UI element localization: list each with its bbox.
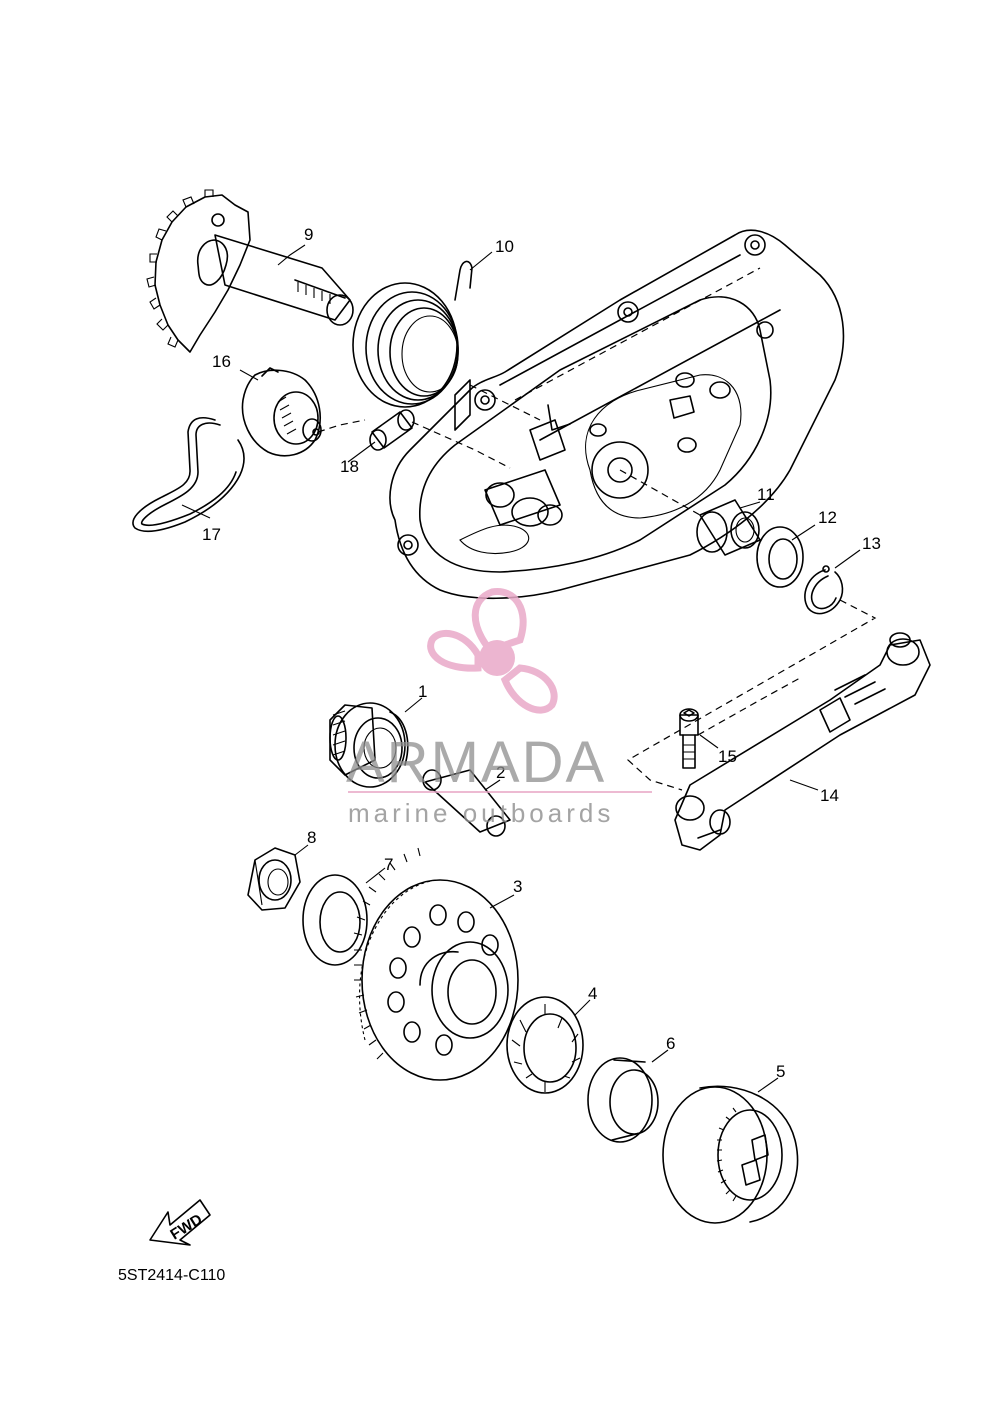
washer-part-7	[302, 874, 368, 966]
callout-1: 1	[418, 682, 427, 701]
callout-labels: 9 10 16 17 18 11 12 13 14 15 1 2 8 7 3 4…	[202, 225, 881, 1081]
one-way-clutch-part-4	[506, 996, 584, 1094]
callout-6: 6	[666, 1034, 675, 1053]
starter-wheel-gear-part-3	[353, 847, 519, 1081]
callout-9: 9	[304, 225, 313, 244]
kick-crank-part-14	[674, 632, 931, 851]
washer-part-12	[756, 526, 804, 588]
clip-spring-part-17	[132, 416, 245, 533]
leader-lines	[181, 244, 861, 1093]
kick-gear-part-16	[241, 367, 322, 457]
collar-part-11	[696, 499, 761, 556]
callout-17: 17	[202, 525, 221, 544]
callout-11: 11	[757, 485, 775, 504]
callout-12: 12	[818, 508, 837, 527]
nut-part-8	[247, 847, 301, 911]
callout-14: 14	[820, 786, 839, 805]
callout-18: 18	[340, 457, 359, 476]
bolt-part-15	[679, 708, 699, 769]
collar-part-6	[587, 1057, 659, 1143]
callout-5: 5	[776, 1062, 785, 1081]
callout-2: 2	[496, 763, 505, 782]
kick-shaft-part-9	[146, 189, 354, 353]
callout-16: 16	[212, 352, 231, 371]
assembly-guide-lines	[317, 384, 877, 791]
callout-3: 3	[513, 877, 522, 896]
propeller-logo	[427, 588, 558, 714]
forward-direction-arrow: FWD	[149, 1199, 211, 1246]
callout-10: 10	[495, 237, 514, 256]
primary-gear-part-1	[329, 702, 409, 788]
watermark-title: ARMADA	[346, 730, 606, 795]
callout-15: 15	[718, 747, 737, 766]
crankcase-cover	[389, 229, 845, 600]
shaft-part-2	[422, 769, 511, 837]
dowel-pin-part-18	[369, 409, 415, 451]
diagram-code: 5ST2414-C110	[118, 1267, 225, 1284]
callout-8: 8	[307, 828, 316, 847]
callout-4: 4	[588, 984, 597, 1003]
circlip-part-13	[804, 565, 844, 615]
armada-watermark: ARMADA marine outboards	[346, 588, 652, 828]
watermark-subtitle: marine outboards	[348, 798, 614, 828]
return-spring-part-10	[352, 260, 473, 408]
callout-13: 13	[862, 534, 881, 553]
starter-clutch-part-5	[662, 1085, 799, 1224]
callout-7: 7	[384, 855, 393, 874]
